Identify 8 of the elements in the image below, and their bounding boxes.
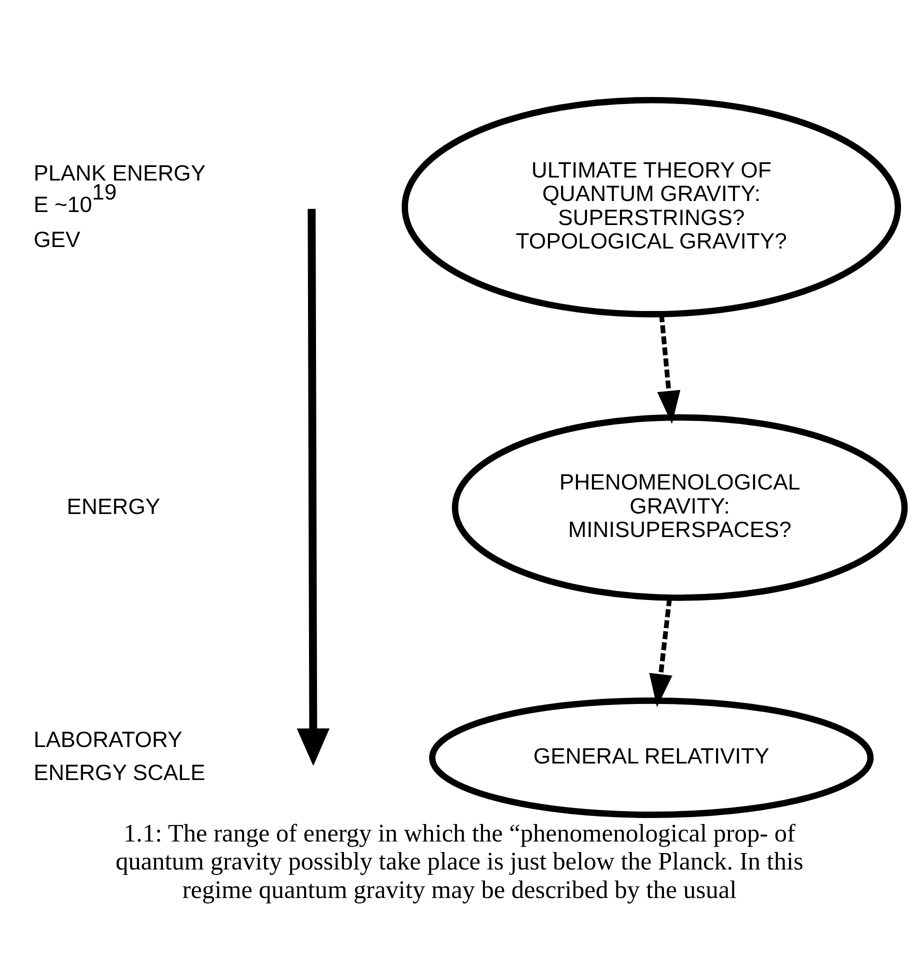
arrow bbox=[657, 314, 680, 424]
node-ellipse: ULTIMATE THEORY OF QUANTUM GRAVITY: SUPERSTRINGS? TOPOLOGICAL GRAVITY? bbox=[402, 96, 902, 318]
label: LABORATORY ENERGY SCALE bbox=[34, 727, 206, 786]
caption: 1.1: The range of energy in which the “phenomenological prop- of quantum gravity possibly take place is just below the Planck. In this regime quantum gravity may be described by the usual bbox=[116, 819, 804, 904]
label: ENERGY bbox=[66, 494, 160, 520]
arrow bbox=[649, 598, 672, 708]
node-ellipse: PHENOMENOLOGICAL GRAVITY: MINISUPERSPACES? bbox=[452, 414, 908, 601]
node-ellipse: GENERAL RELATIVITY bbox=[429, 698, 874, 818]
